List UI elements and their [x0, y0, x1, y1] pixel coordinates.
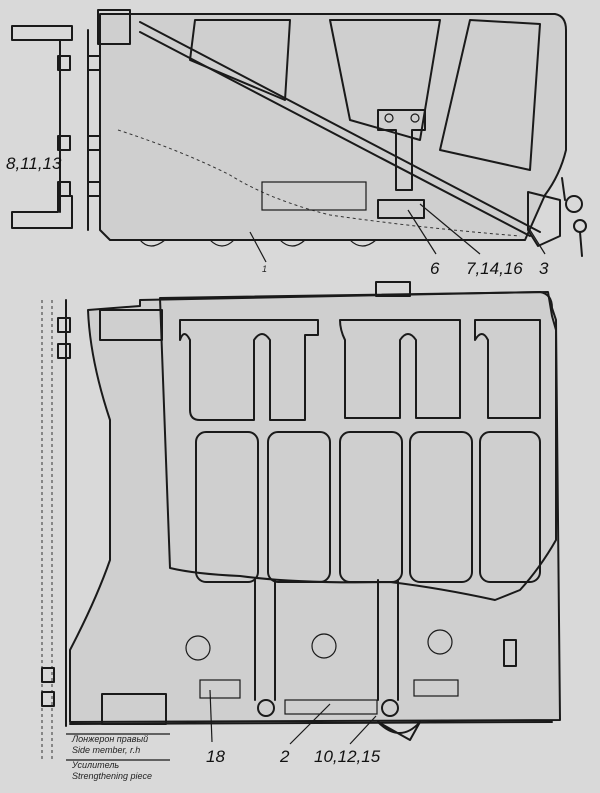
label-1: 1: [262, 264, 267, 274]
frame-bracket-bottom: [11, 195, 73, 229]
bottom-view: [41, 281, 561, 761]
diagonal-strap-b: [139, 31, 531, 237]
note-strengthening-en: Strengthening piece: [72, 771, 152, 781]
leader-18: [209, 689, 213, 743]
leader-2: [289, 703, 331, 745]
strap-bolt-right: [381, 699, 399, 717]
note-side-member-en: Side member, r.h: [72, 745, 140, 755]
small-plate: [199, 679, 241, 699]
strap-bolt-left: [257, 699, 275, 717]
box-bracket: [97, 9, 131, 45]
note-strengthening-ru: Усилитель: [71, 760, 119, 770]
label-18: 18: [206, 747, 225, 766]
bottom-rollers: [139, 239, 377, 247]
cutaway-line: [117, 129, 521, 237]
strap-left: [254, 579, 276, 701]
label-3: 3: [539, 259, 549, 278]
cover-slots-top: [179, 319, 541, 421]
rib-1: [189, 19, 291, 101]
frame-bracket-top: [11, 25, 73, 41]
clamp-assembly: [377, 109, 426, 219]
battery-vents: [185, 629, 453, 661]
nameplate: [261, 181, 367, 211]
leader-1: [249, 231, 267, 263]
cross-bar: [284, 699, 378, 715]
label-7-14-16: 7,14,16: [466, 259, 523, 278]
terminal-right: [503, 639, 517, 667]
bolts-top-left: [57, 55, 101, 197]
leader-7: [419, 203, 481, 255]
lock-icon: [527, 177, 587, 257]
strap-right: [377, 579, 399, 701]
label-8-11-13: 8,11,13: [6, 154, 62, 173]
leader-3: [529, 229, 546, 255]
top-view: [11, 9, 587, 263]
diagonal-strap-a: [139, 21, 541, 233]
bolts-bottom-left: [41, 317, 71, 707]
rib-2: [329, 19, 441, 141]
label-10-12-15: 10,12,15: [314, 747, 381, 766]
bottom-latch: [377, 721, 421, 741]
leader-6: [407, 209, 437, 255]
leader-10: [349, 715, 377, 745]
note-side-member-ru: Лонжерон правый: [71, 734, 148, 744]
battery-box-front: [69, 291, 561, 723]
label-2: 2: [279, 747, 290, 766]
top-handle: [375, 281, 411, 297]
cover-cells: [195, 431, 541, 583]
label-6: 6: [430, 259, 440, 278]
rib-3: [439, 19, 541, 171]
small-plate-right: [413, 679, 459, 697]
